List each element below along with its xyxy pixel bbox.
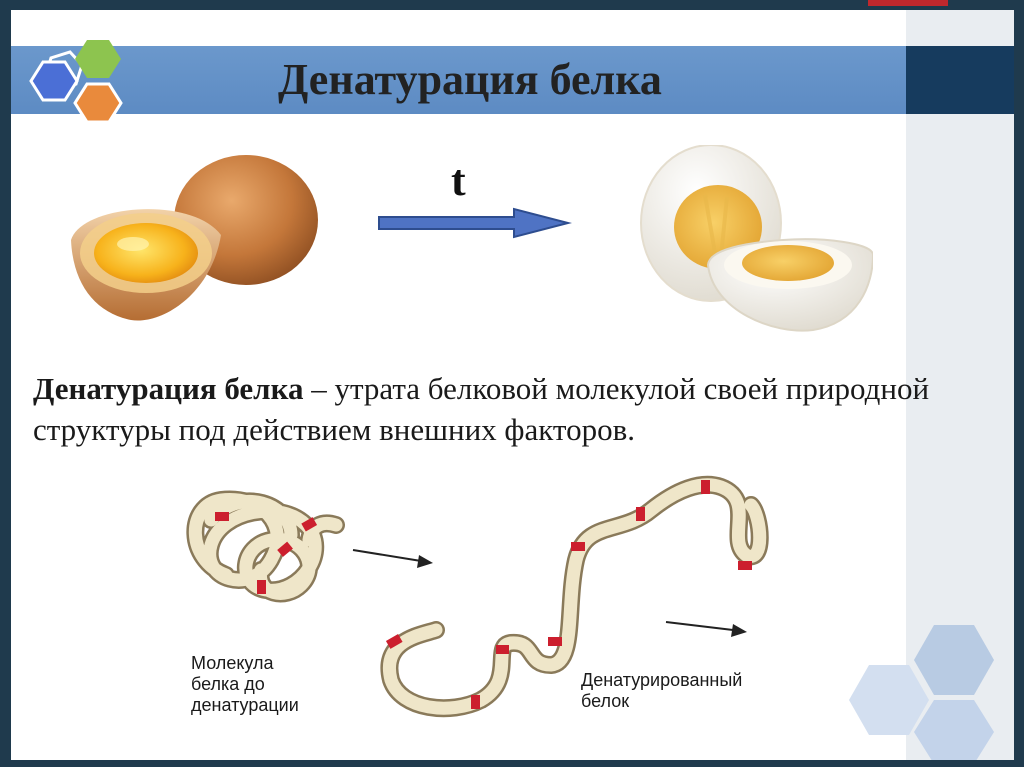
red-accent-strip <box>868 0 948 6</box>
boiled-egg-image <box>623 145 873 345</box>
temperature-label: t <box>451 155 466 206</box>
arrow-right-icon <box>666 622 747 637</box>
arrow-right-icon <box>353 550 433 568</box>
definition-term: Денатурация белка <box>33 371 303 406</box>
raw-egg-image <box>61 145 321 335</box>
folded-protein-molecule <box>195 499 336 594</box>
arrow-right-icon <box>376 206 572 240</box>
caption-denatured-protein: Денатурированный белок <box>581 670 781 712</box>
caption-native-protein: Молекула белка до денатурации <box>191 653 351 716</box>
slide: Денатурация белка t <box>11 10 1014 760</box>
definition-text: Денатурация белка – утрата белковой моле… <box>33 368 1013 450</box>
decorative-hexagons-icon <box>849 620 1014 760</box>
page-title: Денатурация белка <box>278 46 662 114</box>
hexagon-cluster-logo-icon <box>19 32 129 132</box>
title-bar-dark-block <box>906 46 1014 114</box>
